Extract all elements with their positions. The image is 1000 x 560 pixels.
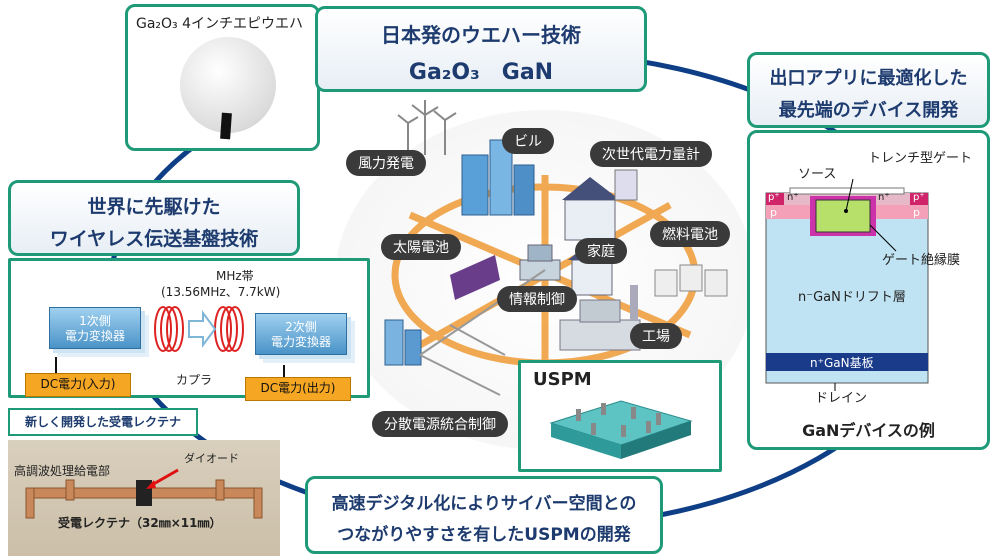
- label-p-plus-right: p⁺: [913, 192, 925, 203]
- label-p-plus-left: p⁺: [768, 192, 780, 203]
- label-n-plus-left: n⁺: [787, 192, 799, 203]
- label-building: ビル: [502, 128, 554, 154]
- device-dev-title-box: 出口アプリに最適化した 最先端のデバイス開発: [747, 52, 990, 128]
- factory-icon: [559, 285, 641, 351]
- solar-panel-icon: [450, 255, 500, 300]
- label-info-control: 情報制御: [497, 286, 577, 312]
- wind-turbine-icon: [397, 100, 457, 155]
- device-dev-title-line1: 出口アプリに最適化した: [769, 68, 968, 89]
- rectenna-heading: 新しく開発した受電レクテナ: [8, 408, 198, 436]
- label-gate-insulator: ゲート絶縁膜: [882, 253, 961, 268]
- control-center-icon: [519, 244, 561, 281]
- device-dev-title-line2: 最先端のデバイス開発: [778, 100, 959, 121]
- label-trench-gate: トレンチ型ゲート: [868, 151, 973, 166]
- uspm-label: USPM: [533, 369, 592, 390]
- label-solar-cell: 太陽電池: [381, 234, 461, 260]
- label-source: ソース: [798, 167, 837, 182]
- label-drift-layer: n⁻GaNドリフト層: [798, 290, 906, 305]
- label-substrate: n⁺GaN基板: [810, 356, 874, 370]
- label-smart-meter: 次世代電力量計: [590, 141, 712, 167]
- wafer-tech-subtitle: Ga₂O₃ GaN: [408, 60, 554, 85]
- label-factory: 工場: [630, 323, 682, 349]
- hf-feed-label: 高調波処理給電部: [14, 464, 111, 478]
- label-p-left: p: [770, 206, 777, 219]
- wafer-tech-title-box: 日本発のウエハー技術 Ga₂O₃ GaN: [315, 6, 647, 92]
- primary-converter: 1次側 電力変換器: [49, 307, 141, 349]
- fuel-cell-icon: [654, 264, 728, 297]
- label-fuel-cell: 燃料電池: [650, 221, 730, 247]
- uspm-panel: USPM: [518, 360, 722, 472]
- wireless-title-line1: 世界に先駆けた: [87, 196, 221, 218]
- distributed-control-icon: [384, 319, 422, 366]
- dc-output-box: DC電力(出力): [245, 377, 351, 401]
- label-home: 家庭: [575, 238, 627, 264]
- label-n-plus-right: n⁺: [878, 192, 890, 203]
- wafer-panel: Ga₂O₃ 4インチエピウエハ: [125, 4, 320, 151]
- gan-device-diagram: [765, 178, 929, 391]
- gan-device-panel: ソース トレンチ型ゲート p⁺ n⁺ n⁺ p⁺ p p ゲート絶縁膜 n⁻Ga…: [747, 130, 990, 450]
- uspm-dev-title-box: 高速デジタル化によりサイバー空間との つながりやすさを有したUSPMの開発: [305, 476, 663, 554]
- coupler-coil-icon: [154, 306, 244, 352]
- rectenna-photo: 高調波処理給電部 ダイオード 受電レクテナ（32㎜×11㎜）: [8, 440, 280, 556]
- wireless-title-line2: ワイヤレス伝送基盤技術: [49, 228, 259, 250]
- band-detail: (13.56MHz、7.7kW): [161, 285, 281, 299]
- band-label: MHz帯: [216, 269, 254, 283]
- diode-label: ダイオード: [184, 452, 239, 465]
- wireless-title-box: 世界に先駆けた ワイヤレス伝送基盤技術: [8, 180, 300, 256]
- wafer-label: Ga₂O₃ 4インチエピウエハ: [136, 16, 304, 32]
- dc-input-box: DC電力(入力): [25, 373, 131, 397]
- coupler-label: カプラ: [176, 373, 213, 387]
- secondary-converter: 2次側 電力変換器: [255, 313, 347, 355]
- building-icon: [461, 139, 535, 216]
- wafer-tech-title: 日本発のウエハー技術: [381, 23, 581, 47]
- rectenna-caption: 受電レクテナ（32㎜×11㎜）: [58, 516, 222, 530]
- label-p-right: p: [913, 206, 920, 219]
- label-wind-power: 風力発電: [346, 150, 426, 176]
- uspm-module-icon: [549, 400, 693, 459]
- smart-meter-icon: [614, 169, 638, 201]
- label-distributed-control: 分散電源統合制御: [372, 411, 508, 437]
- gan-device-caption: GaNデバイスの例: [802, 421, 935, 440]
- label-drain: ドレイン: [815, 391, 868, 406]
- uspm-dev-title-line1: 高速デジタル化によりサイバー空間との: [331, 494, 637, 514]
- wireless-panel: MHz帯 (13.56MHz、7.7kW) 1次側 電力変換器 2次側 電力変換…: [8, 258, 370, 401]
- uspm-dev-title-line2: つながりやすさを有したUSPMの開発: [337, 525, 631, 545]
